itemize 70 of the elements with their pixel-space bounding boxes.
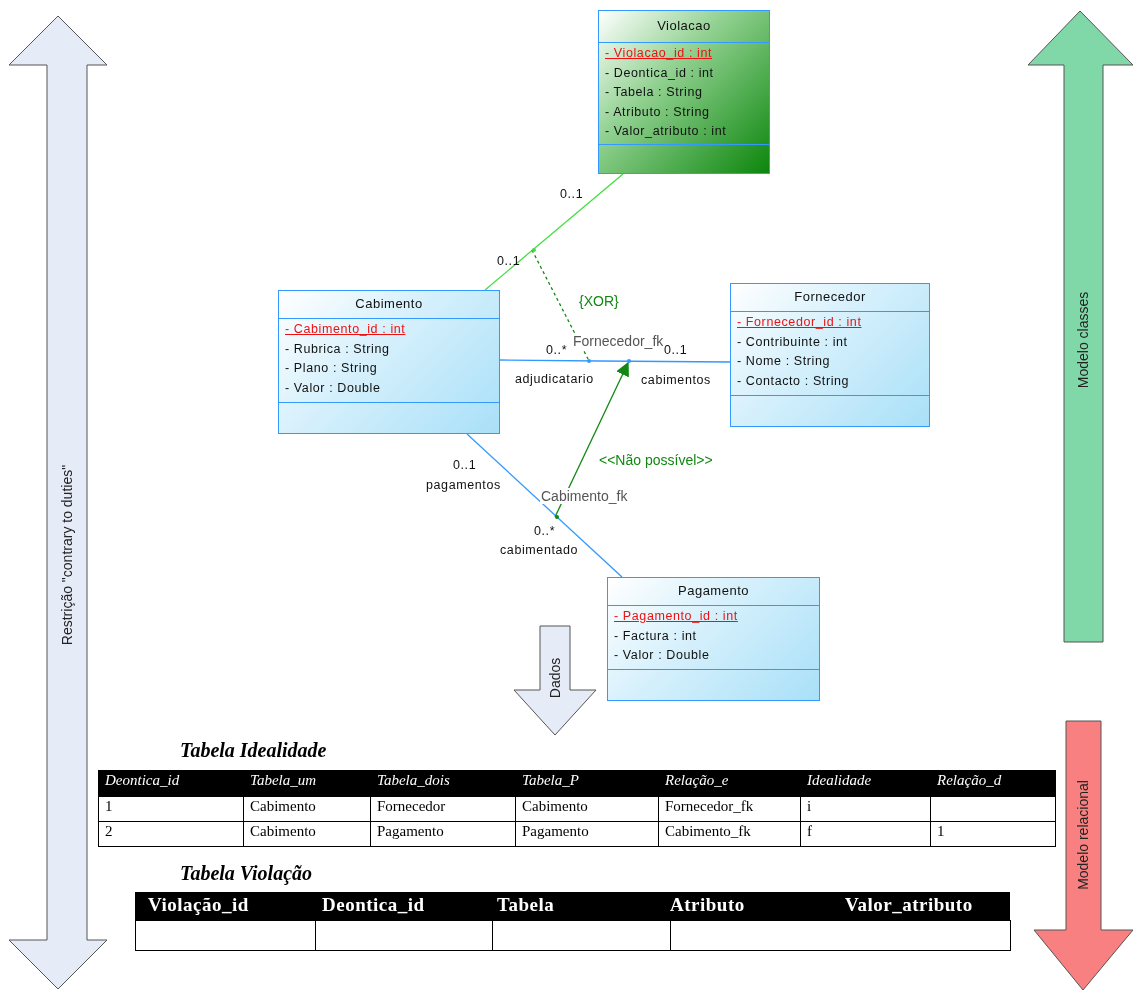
arrow-label: Dados xyxy=(547,657,563,699)
down-arrow xyxy=(1033,720,1134,991)
junction-dot xyxy=(555,515,559,519)
column-header: Relação_d xyxy=(930,770,1056,797)
attribute-row-text: - Nome : String xyxy=(737,353,832,370)
class-name: Cabimento xyxy=(279,291,499,319)
association-line xyxy=(499,359,731,363)
attribute-row-text: - Cabimento_id : int xyxy=(285,321,407,338)
column-header: Tabela_dois xyxy=(370,770,516,797)
column-header: Relação_e xyxy=(658,770,801,797)
arrow-label: Restrição "contrary to duties" xyxy=(59,464,75,646)
column-header: Tabela_P xyxy=(515,770,659,797)
edge-label: {XOR} xyxy=(578,293,620,309)
table-title: Tabela Idealidade xyxy=(180,739,327,762)
up-arrow xyxy=(1027,10,1134,643)
attribute-row-text: - Rubrica : String xyxy=(285,340,391,358)
junction-dot xyxy=(532,248,536,252)
multiplicity-label: cabimentos xyxy=(641,373,711,387)
class-name: Fornecedor xyxy=(731,284,929,312)
arrow-label: Modelo relacional xyxy=(1075,780,1091,890)
multiplicity-label: 0..1 xyxy=(664,343,688,357)
multiplicity-label: 0..* xyxy=(546,343,568,357)
junction-dot xyxy=(627,359,631,363)
column-header: Violação_id xyxy=(148,894,249,916)
multiplicity-label: cabimentado xyxy=(500,543,579,557)
table-cell: 1 xyxy=(930,821,1056,847)
column-header: Atributo xyxy=(670,894,745,916)
edge-label: Cabimento_fk xyxy=(540,488,629,504)
attribute-row-text: - Violacao_id : int xyxy=(605,45,714,62)
column-header: Idealidade xyxy=(800,770,931,797)
association-line xyxy=(466,433,623,578)
table-title: Tabela Violação xyxy=(180,862,313,885)
attribute-row-text: - Contribuinte : int xyxy=(737,333,849,351)
attribute-row-text: - Deontica_id : int xyxy=(605,64,715,82)
junction-dot xyxy=(587,359,591,363)
attribute-row-text: - Plano : String xyxy=(285,360,379,377)
down-arrow xyxy=(513,625,597,736)
attribute-row-text: - Valor : Double xyxy=(285,379,382,397)
arrow xyxy=(554,361,629,518)
edge-label: Fornecedor_fk xyxy=(572,333,665,349)
multiplicity-label: 0..1 xyxy=(497,254,521,268)
class-name: Violacao xyxy=(599,11,769,43)
multiplicity-label: 0..* xyxy=(534,524,556,538)
dashed-line xyxy=(531,249,589,360)
table-cell: 2 xyxy=(98,821,244,847)
multiplicity-label: pagamentos xyxy=(426,478,501,492)
class-box xyxy=(598,10,770,174)
attribute-row-text: - Pagamento_id : int xyxy=(614,608,739,625)
multiplicity-label: adjudicatario xyxy=(515,372,594,386)
arrow-label: Modelo classes xyxy=(1075,291,1091,389)
association-line xyxy=(484,173,624,291)
column-header: Deontica_id xyxy=(98,770,244,797)
attribute-row-text: - Factura : int xyxy=(614,627,698,645)
attribute-row-text: - Atributo : String xyxy=(605,103,711,121)
attribute-row-text: - Valor_atributo : int xyxy=(605,123,728,140)
multiplicity-label: 0..1 xyxy=(560,187,584,201)
column-header: Tabela xyxy=(497,894,555,916)
attribute-row-text: - Tabela : String xyxy=(605,84,704,101)
attribute-row-text: - Valor : Double xyxy=(614,647,711,664)
class-box xyxy=(607,577,820,701)
attribute-row-text: - Fornecedor_id : int xyxy=(737,314,863,331)
class-box xyxy=(278,290,500,434)
column-header: Tabela_um xyxy=(243,770,371,797)
attribute-row-text: - Contacto : String xyxy=(737,372,851,390)
class-box xyxy=(730,283,930,427)
edge-label: <<Não possível>> xyxy=(598,452,714,468)
column-header: Deontica_id xyxy=(322,894,425,916)
class-name: Pagamento xyxy=(608,578,819,606)
multiplicity-label: 0..1 xyxy=(453,458,477,472)
column-header: Valor_atributo xyxy=(845,894,973,916)
